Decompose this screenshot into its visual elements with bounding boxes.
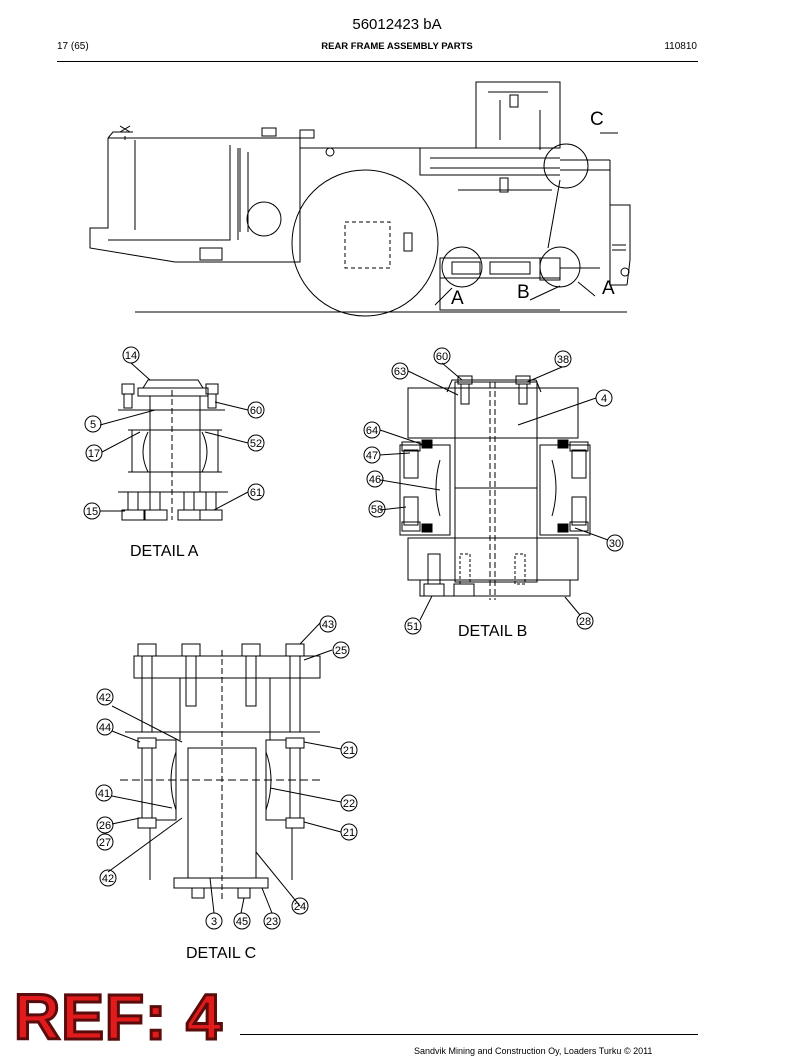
label-44: 44: [99, 722, 111, 734]
label-15: 15: [86, 506, 98, 518]
label-42: 42: [102, 873, 114, 885]
label-52: 52: [250, 438, 262, 450]
page-date: 110810: [664, 41, 697, 52]
label-27: 27: [99, 837, 111, 849]
callout-b: B: [517, 282, 530, 303]
label-21: 21: [343, 827, 355, 839]
label-26: 26: [99, 820, 111, 832]
label-circles: [83, 346, 624, 930]
detail-b-drawing: [379, 362, 609, 621]
label-61: 61: [250, 487, 262, 499]
callout-c: C: [590, 109, 604, 130]
footer-rule: [240, 1034, 698, 1035]
label-47: 47: [366, 450, 378, 462]
ref-stamp: REF: 4: [13, 981, 224, 1053]
detail-a-drawing: [99, 362, 249, 521]
document-number: 56012423 bA: [352, 16, 442, 33]
label-41: 41: [98, 788, 110, 800]
page-count: 17 (65): [57, 41, 89, 52]
label-64: 64: [366, 425, 378, 437]
label-24: 24: [294, 901, 306, 913]
label-14: 14: [125, 350, 137, 362]
label-5: 5: [90, 419, 96, 431]
label-46: 46: [369, 474, 381, 486]
page-title: REAR FRAME ASSEMBLY PARTS: [321, 41, 473, 52]
label-4: 4: [601, 393, 607, 405]
label-28: 28: [579, 616, 591, 628]
label-45: 45: [236, 916, 248, 928]
label-23: 23: [266, 916, 278, 928]
label-60: 60: [250, 405, 262, 417]
label-60: 60: [436, 351, 448, 363]
rear-frame-overview: [89, 81, 631, 317]
callout-a-right: A: [602, 278, 615, 299]
label-30: 30: [609, 538, 621, 550]
footer-copyright: Sandvik Mining and Construction Oy, Load…: [414, 1046, 653, 1056]
label-42: 42: [99, 692, 111, 704]
detail-b-caption: DETAIL B: [458, 623, 527, 640]
label-17: 17: [88, 448, 100, 460]
label-51: 51: [407, 621, 419, 633]
label-3: 3: [211, 916, 217, 928]
header-rule: [57, 61, 698, 62]
label-22: 22: [343, 798, 355, 810]
label-21: 21: [343, 745, 355, 757]
label-38: 38: [557, 354, 569, 366]
detail-a-caption: DETAIL A: [130, 543, 199, 560]
detail-c-caption: DETAIL C: [186, 945, 256, 962]
label-58: 58: [371, 504, 383, 516]
detail-c-drawing: [107, 622, 342, 914]
label-25: 25: [335, 645, 347, 657]
label-43: 43: [322, 619, 334, 631]
callout-a-left: A: [451, 288, 464, 309]
label-63: 63: [394, 366, 406, 378]
